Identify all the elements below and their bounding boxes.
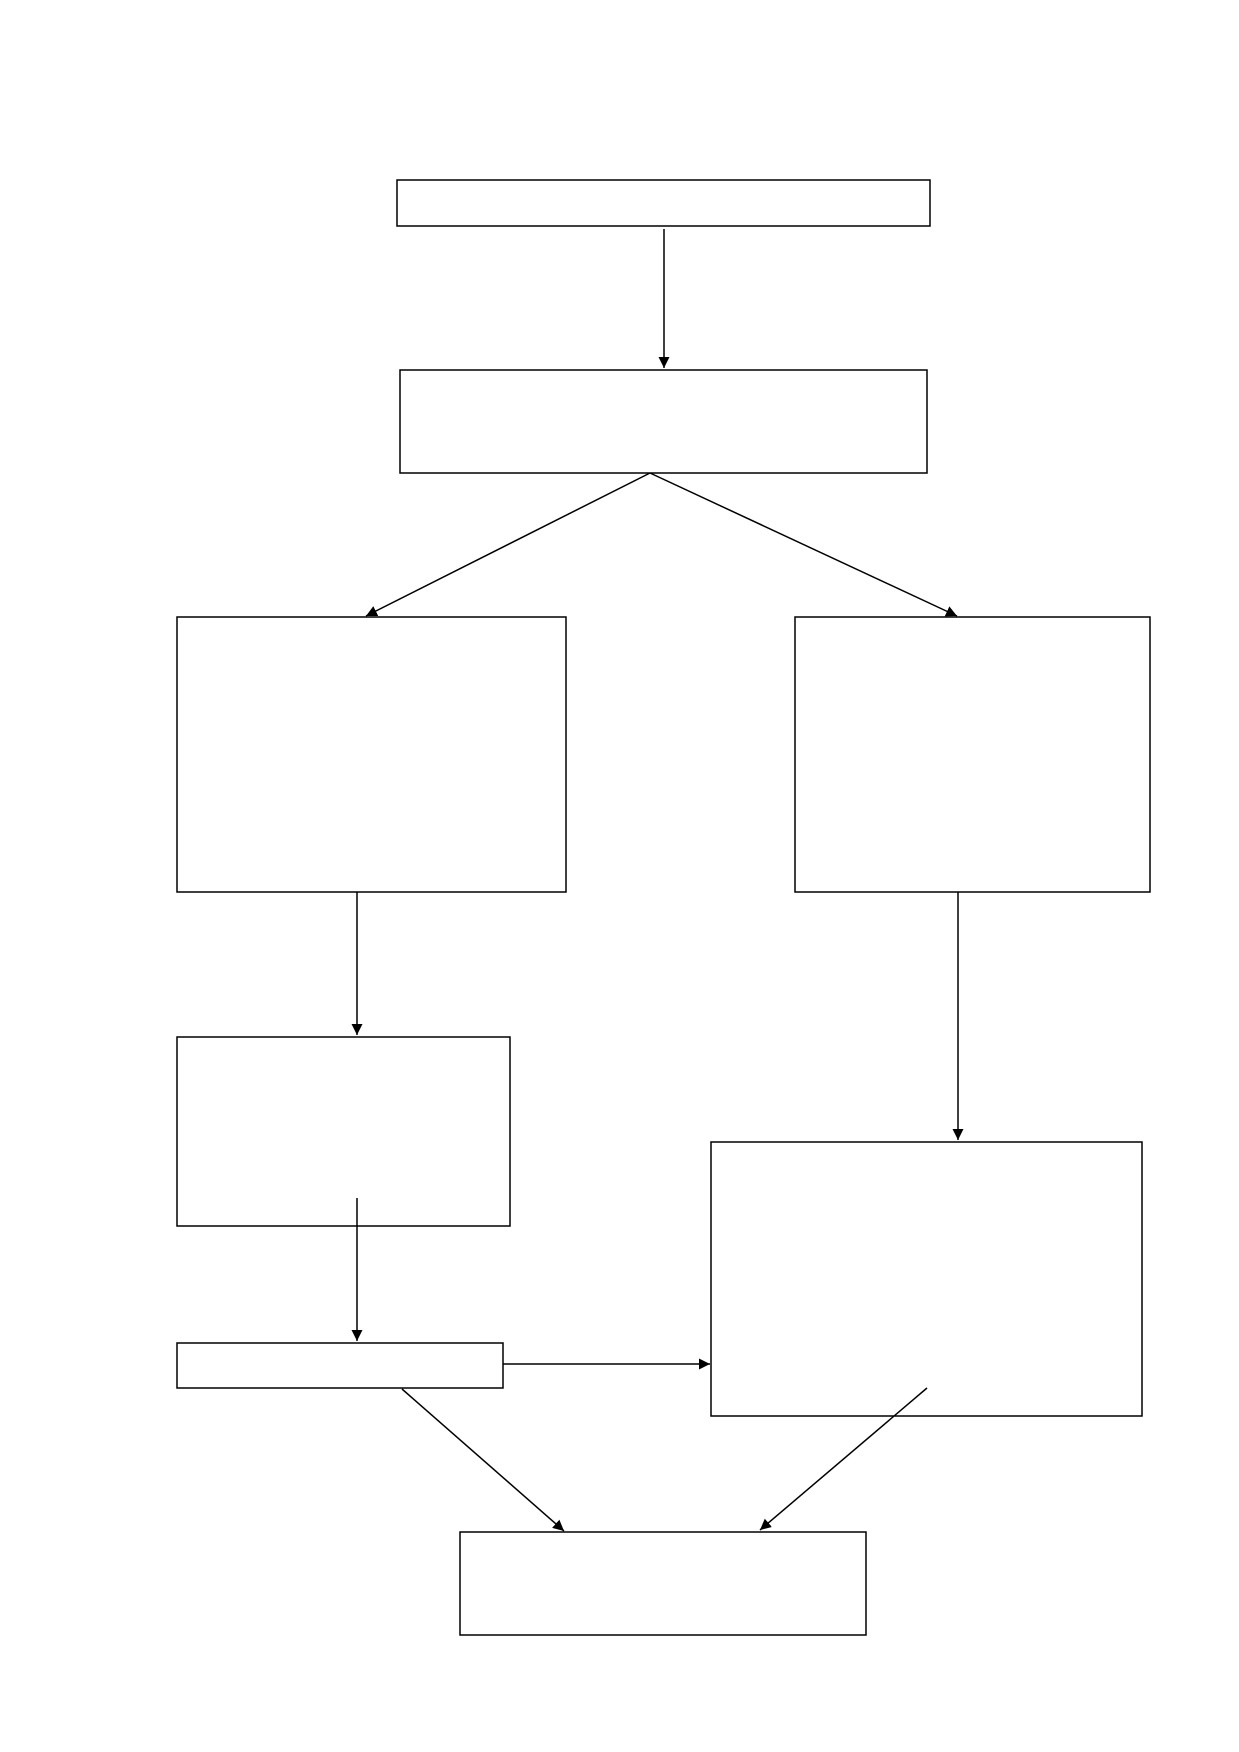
flow-box-7 <box>710 1141 1143 1417</box>
flow-box-5 <box>176 1036 511 1227</box>
arrow-box-6-to-box-8 <box>401 1388 565 1532</box>
flow-box-1 <box>396 179 931 227</box>
edges <box>351 229 964 1532</box>
flow-box-6 <box>176 1342 504 1389</box>
flow-box-3 <box>176 616 567 893</box>
arrow-box-7-to-box-8 <box>759 1387 928 1531</box>
arrow-box-2-to-box-3 <box>365 472 651 617</box>
flow-box-2 <box>399 369 928 474</box>
flow-box-4 <box>794 616 1151 893</box>
arrow-box-2-to-box-4 <box>649 472 958 617</box>
flow-box-8 <box>459 1531 867 1636</box>
